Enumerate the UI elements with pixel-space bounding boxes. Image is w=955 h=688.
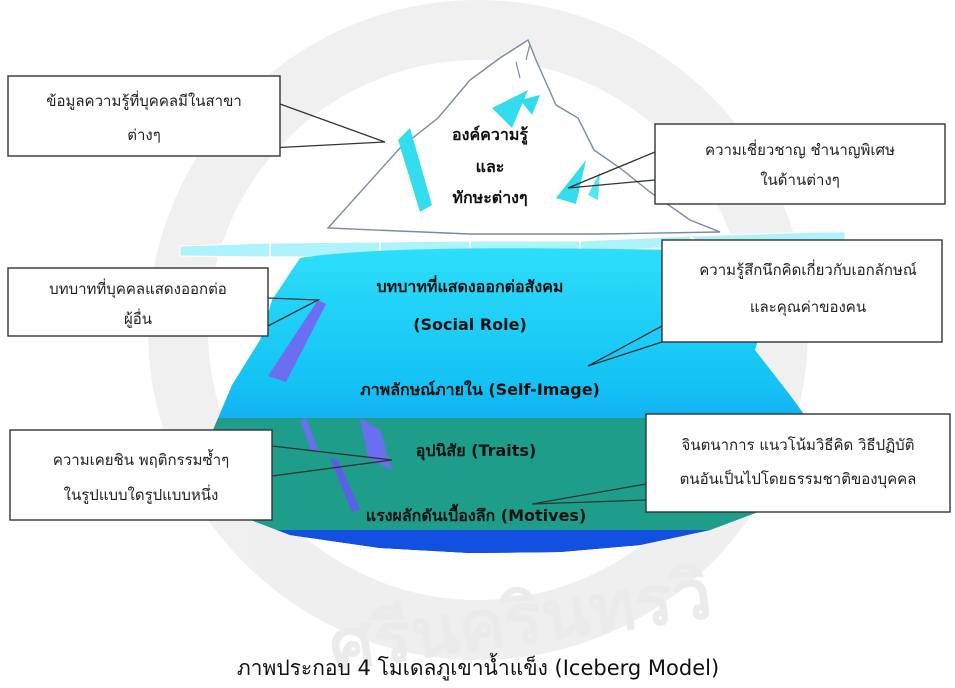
self-image-title: ภาพลักษณ์ภายใน (Self-Image) (360, 380, 600, 399)
tip-title-line1: องค์ความรู้ (452, 125, 528, 146)
callout-role-line1: บทบาทที่บุคคลแสดงออกต่อ (49, 278, 227, 299)
callout-motives: จินตนาการ แนวโน้มวิธีคิด วิธีปฏิบัติ ตนอ… (531, 413, 951, 513)
callout-role-line2: ผู้อื่น (124, 308, 152, 328)
callout-self-line2: และคุณค่าของคน (750, 298, 866, 317)
callout-expertise-line1: ความเชี่ยวชาญ ชำนาญพิเศษ (705, 139, 895, 159)
ice-shard (398, 128, 432, 212)
callout-knowledge-line2: ต่างๆ (127, 126, 161, 144)
violet-shard (268, 300, 326, 382)
callout-habits-line2: ในรูปแบบใดรูปแบบหนึ่ง (64, 484, 219, 504)
violet-shard (330, 458, 360, 512)
social-role-title: บทบาทที่แสดงออกต่อสังคม (377, 275, 564, 296)
callout-habits-line1: ความเคยชิน พฤติกรรมซ้ำๆ (53, 449, 229, 469)
ice-shard (492, 90, 528, 128)
callout-motives-line2: ตนอันเป็นไปโดยธรรมชาติของบุคคล (680, 469, 917, 489)
figure-caption: ภาพประกอบ 4 โมเดลภูเขาน้ำแข็ง (Iceberg M… (237, 653, 719, 681)
motives-title: แรงผลักดันเบื้องลึก (Motives) (366, 503, 587, 525)
callout-self: ความรู้สึกนึกคิดเกี่ยวกับเอกลักษณ์ และคุ… (587, 239, 943, 367)
callout-knowledge: ข้อมูลความรู้ที่บุคคลมีในสาขา ต่างๆ (7, 75, 386, 157)
callout-role: บทบาทที่บุคคลแสดงออกต่อ ผู้อื่น (7, 267, 321, 337)
callout-habits: ความเคยชิน พฤติกรรมซ้ำๆ ในรูปแบบใดรูปแบบ… (9, 429, 393, 521)
ice-shard (520, 95, 540, 115)
callout-expertise-line2: ในด้านต่างๆ (760, 171, 840, 189)
tip-title-line3: ทักษะต่างๆ (452, 188, 527, 207)
violet-shard (300, 418, 318, 452)
tip-title-line2: และ (476, 157, 505, 176)
ice-shard (556, 160, 586, 204)
social-role-subtitle: (Social Role) (413, 315, 527, 334)
traits-title: อุปนิสัย (Traits) (416, 441, 537, 461)
callout-motives-line1: จินตนาการ แนวโน้มวิธีคิด วิธีปฏิบัติ (681, 436, 914, 454)
callout-self-line1: ความรู้สึกนึกคิดเกี่ยวกับเอกลักษณ์ (699, 259, 917, 279)
callout-expertise: ความเชี่ยวชาญ ชำนาญพิเศษ ในด้านต่างๆ (567, 123, 946, 205)
callout-knowledge-line1: ข้อมูลความรู้ที่บุคคลมีในสาขา (46, 90, 242, 111)
